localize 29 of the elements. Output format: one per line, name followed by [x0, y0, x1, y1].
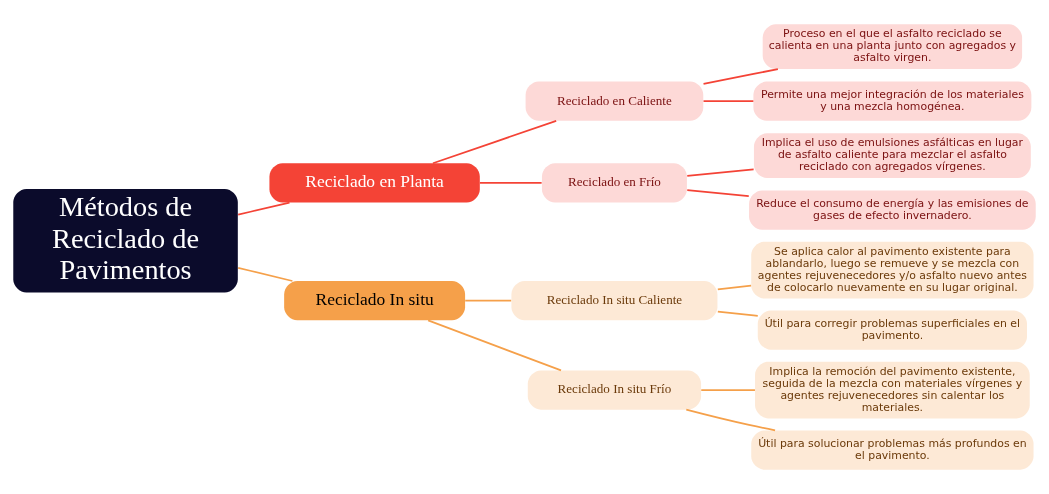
node-box: Permite una mejor integración de los materiales y una mezcla homogénea.	[753, 81, 1032, 121]
connector	[702, 68, 779, 85]
connector	[716, 284, 752, 291]
node-box: Se aplica calor al pavimento existente para ablandarlo, luego se remueve y se mezcla con agentes rejuvenecedores y/o asfalto nuevo antes de colocarlo nuevamente en su lugar original.	[751, 241, 1034, 299]
node-box: Implica la remoción del pavimento existente, seguida de la mezcla con materiales vírgenes y agentes rejuvenecedores sin calentar los materiales.	[755, 361, 1030, 419]
connector	[686, 189, 750, 197]
connector	[685, 408, 776, 432]
connector	[432, 120, 558, 165]
connector	[479, 182, 543, 184]
node-box: Reduce el consumo de energía y las emisiones de gases de efecto invernadero.	[749, 190, 1036, 230]
connector	[237, 266, 294, 282]
node-box: Reciclado en Caliente	[525, 81, 704, 121]
connector	[700, 389, 756, 391]
node-box: Útil para corregir problemas superficiales en el pavimento.	[757, 310, 1027, 350]
node-box: Proceso en el que el asfalto reciclado se calienta en una planta junto con agregados y asfalto virgen.	[762, 24, 1023, 70]
node-box: Reciclado In situ Frío	[527, 370, 702, 410]
connector	[427, 319, 562, 372]
connector	[464, 299, 513, 302]
connector	[716, 310, 759, 317]
connector	[686, 168, 755, 177]
node-box: Reciclado en Frío	[541, 163, 687, 203]
node-box: Útil para solucionar problemas más profundos en el pavimento.	[751, 430, 1034, 470]
node-box: Reciclado In situ	[284, 281, 466, 321]
node-box: Implica el uso de emulsiones asfálticas en lugar de asfalto caliente para mezclar el asfalto reciclado con agregados vírgenes.	[753, 133, 1031, 179]
node-box: Reciclado en Planta	[269, 163, 480, 203]
connector	[702, 100, 755, 103]
node-box: Reciclado In situ Caliente	[511, 281, 718, 321]
connector	[237, 201, 291, 216]
node-box: Métodos de Reciclado de Pavimentos	[13, 188, 238, 293]
